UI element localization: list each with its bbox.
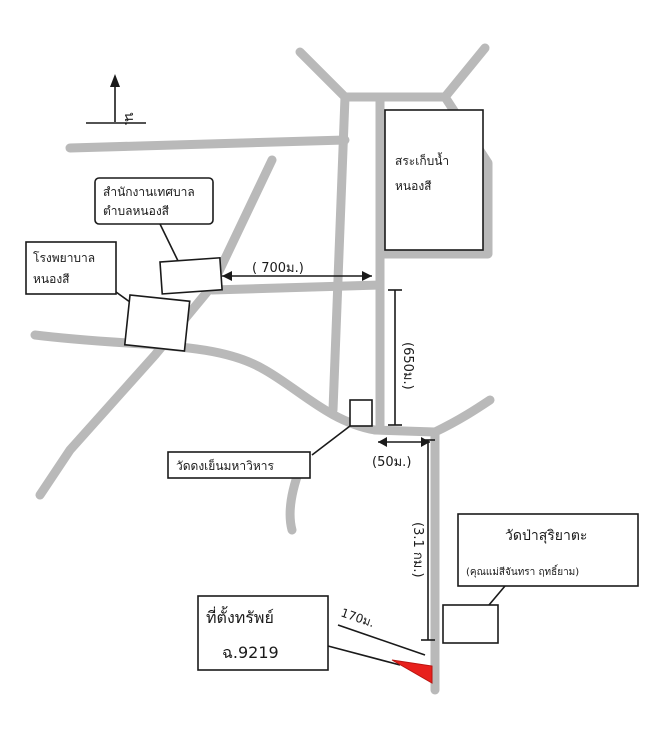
road-north-right [440, 43, 490, 102]
distance-650m: (650ม.) [400, 342, 415, 390]
road-east-west-middle [207, 280, 385, 295]
municipal-office-line2: ตำบลหนองสี [103, 204, 170, 218]
temple-yen-building [349, 399, 373, 427]
hospital-line1: โรงพยาบาล [33, 251, 95, 265]
north-arrow [86, 74, 146, 124]
reservoir-box [384, 109, 484, 251]
distance-3-1km: (3.1 กม.) [410, 522, 425, 578]
road-west-curve [30, 330, 380, 435]
road-junction [370, 395, 495, 437]
municipal-office-building [159, 256, 223, 295]
property-box [197, 595, 329, 671]
property-location-marker [391, 659, 433, 684]
temple-pa-building [442, 604, 499, 644]
temple-pa-sublabel: (คุณแม่สีจันทรา ฤทธิ์ยาม) [466, 564, 579, 578]
hospital-building [123, 294, 191, 352]
municipal-office-line1: สำนักงานเทศบาล [103, 185, 195, 199]
distance-50m: (50ม.) [372, 455, 411, 470]
north-label: น. [121, 112, 137, 126]
property-title: ที่ตั้งทรัพย์ [206, 606, 274, 627]
hospital-line2: หนองสี [33, 272, 70, 286]
distance-700m: ( 700ม.) [252, 261, 304, 276]
reservoir-line2: หนองสี [395, 179, 432, 193]
municipal-office-box [94, 177, 214, 225]
road-north-left [295, 47, 350, 102]
road-east-west-upper [65, 135, 350, 153]
temple-yen-box [167, 451, 311, 479]
hospital-box [25, 241, 117, 295]
temple-pa-box [457, 513, 639, 587]
road-diagonal [35, 155, 277, 500]
temple-pa-label: วัดป่าสุริยาตะ [505, 528, 587, 544]
property-deed: ฉ.9219 [222, 643, 279, 662]
road-inner-vertical [328, 92, 350, 415]
reservoir-line1: สระเก็บน้ำ [395, 152, 449, 168]
temple-yen-label: วัดดงเย็นมหาวิหาร [176, 458, 274, 473]
